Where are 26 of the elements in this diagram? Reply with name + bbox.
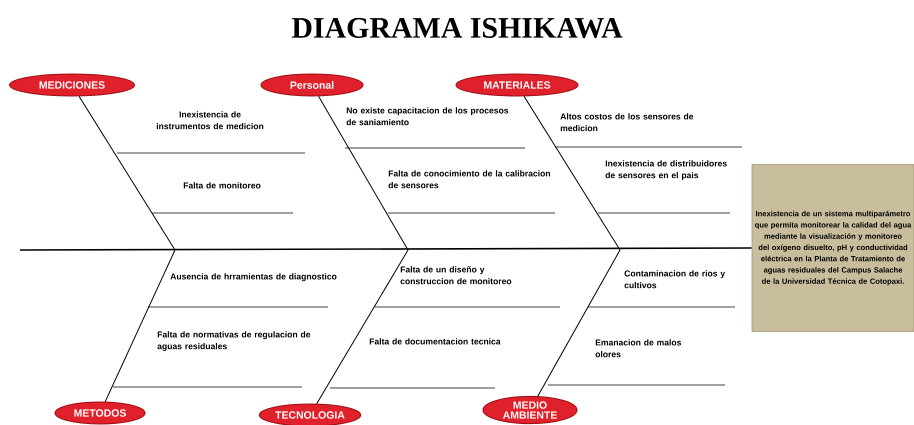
category-label: MATERIALES [456, 74, 578, 96]
cause-text: Ausencia de hrramientas de diagnostico [170, 273, 336, 282]
cause-text: Falta de conocimiento de la calibracion de sensores [388, 170, 550, 188]
category-label: MEDICIONES [9, 74, 135, 96]
cause-text: Altos costos de los sensores de medicion [560, 113, 694, 132]
category-label: METODOS [54, 402, 146, 424]
cause-text: Inexistencia de distribuidores de sensores en el pais [606, 160, 727, 180]
cause-text: No existe capacitacion de los procesos de saniamiento [346, 107, 508, 126]
bone-line [104, 250, 176, 402]
bone-line [78, 96, 176, 250]
cause-text: Falta de documentacion tecnica [370, 338, 501, 344]
category-label: MEDIO AMBIENTE [482, 396, 578, 424]
cause-text: Inexistencia de instrumentos de medicion [156, 111, 264, 130]
cause-text: Contaminacion de rios y cultivos [624, 270, 726, 288]
category-label: Personal [260, 74, 364, 96]
title: DIAGRAMA ISHIKAWA [292, 18, 622, 38]
bone-line [524, 96, 620, 250]
cause-text: Falta de monitoreo [184, 182, 260, 188]
bone-line [318, 96, 408, 250]
cause-text: Emanacion de malos olores [596, 339, 682, 358]
bone-line [537, 250, 620, 397]
spine-line [20, 247, 752, 251]
cause-text: Falta de un diseño y construccion de monitoreo [400, 266, 512, 284]
category-label: TECNOLOGIA [258, 404, 362, 425]
cause-text: Falta de normativas de regulacion de aguas residuales [157, 331, 310, 351]
bone-line [316, 250, 408, 404]
